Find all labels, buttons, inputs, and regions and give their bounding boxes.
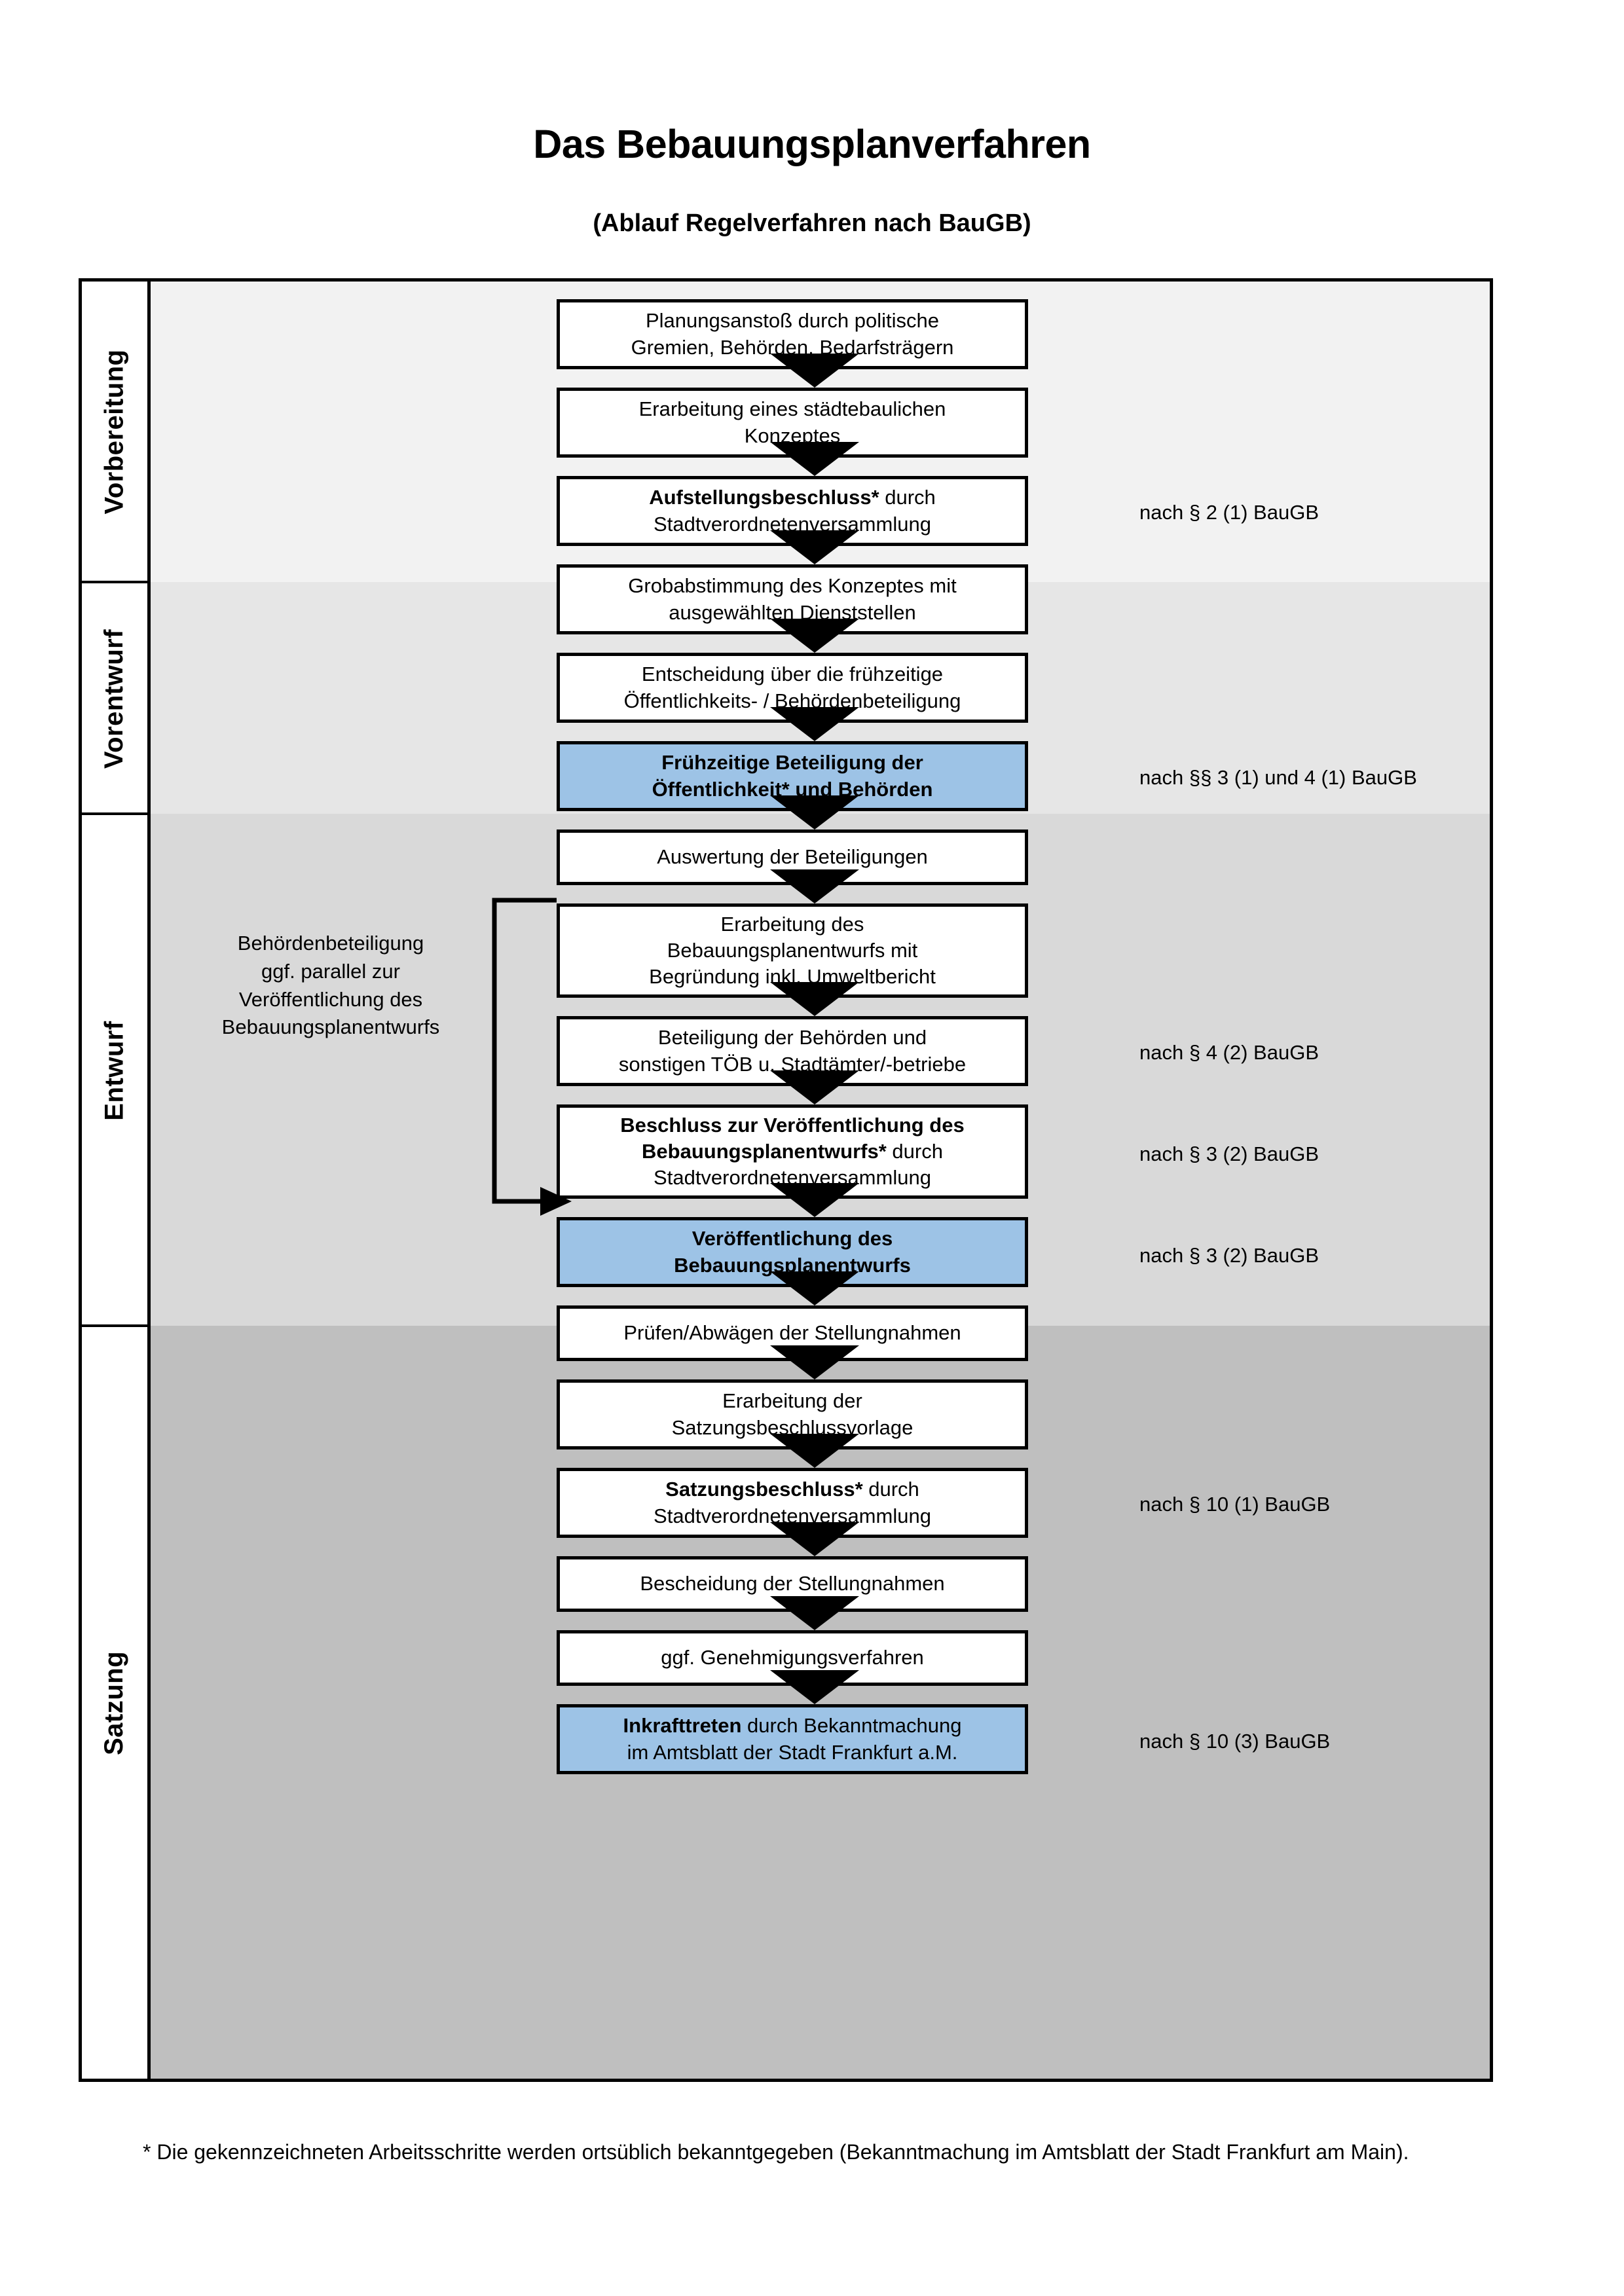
step-line-bold: Satzungsbeschluss* [665,1478,863,1501]
flow-arrow-down-icon [770,354,859,388]
flow-arrow-down-icon [770,1345,859,1379]
step-line: Erarbeitung des [720,912,864,936]
step-line-bold: Veröffentlichung des [692,1227,893,1250]
phase-separator [82,1324,151,1327]
sidenote-line-1: Behördenbeteiligung [237,932,424,955]
step-line: Auswertung der Beteiligungen [657,845,928,869]
flow-arrow-down-icon [770,1434,859,1468]
step-line: Planungsanstoß durch politische [645,309,940,333]
step-line: durch Bekanntmachung [741,1714,962,1738]
legal-ref-par10-3: nach § 10 (3) BauGB [1139,1730,1331,1753]
sidenote-line-4: Bebauungsplanentwurfs [221,1015,440,1039]
flow-arrow-down-icon [770,442,859,476]
footnote-asterisk: * Die gekennzeichneten Arbeitsschritte w… [143,2140,1409,2164]
legal-ref-par3-1-par4-1: nach §§ 3 (1) und 4 (1) BauGB [1139,766,1417,789]
step-line: Prüfen/Abwägen der Stellungnahmen [623,1321,961,1345]
step-line-bold: Beschluss zur Veröffentlichung des [620,1113,965,1137]
gutter-divider [147,282,151,2079]
flow-arrow-down-icon [770,1183,859,1217]
flow-arrow-down-icon [770,619,859,653]
step-line: Grobabstimmung des Konzeptes mit [628,574,957,598]
phase-cell-vorbereitung: Vorbereitung [82,282,147,582]
phase-label-entwurf: Entwurf [100,1020,129,1121]
flow-arrow-down-icon [770,869,859,903]
page-title: Das Bebauungsplanverfahren [533,122,1091,166]
flow-arrow-down-icon [770,1271,859,1305]
phase-cell-vorentwurf: Vorentwurf [82,583,147,814]
step-box-pruefen-abwaegen[interactable]: Prüfen/Abwägen der Stellungnahmen [557,1305,1028,1361]
flow-arrow-down-icon [770,1596,859,1630]
step-line-bold: Inkrafttreten [623,1714,742,1738]
step-line: Bebauungsplanentwurfs mit [667,938,918,962]
step-line: Beteiligung der Behörden und [657,1026,927,1049]
legal-ref-par10-1: nach § 10 (1) BauGB [1139,1493,1331,1516]
phase-label-satzung: Satzung [100,1650,129,1755]
step-line: durch [879,486,936,509]
step-line: im Amtsblatt der Stadt Frankfurt a.M. [627,1740,958,1764]
step-line: Erarbeitung der [722,1389,862,1413]
sidenote-line-2: ggf. parallel zur [261,959,400,983]
phase-label-vorentwurf: Vorentwurf [100,629,129,769]
legal-ref-par2-1: nach § 2 (1) BauGB [1139,501,1319,524]
step-line: durch [886,1139,943,1163]
step-line: Erarbeitung eines städtebaulichen [638,397,946,421]
step-line: Bescheidung der Stellungnahmen [640,1572,945,1595]
phase-label-vorbereitung: Vorbereitung [100,349,129,515]
flow-arrow-down-icon [770,982,859,1016]
step-box-planungsanstoss[interactable]: Planungsanstoß durch politische Gremien,… [557,299,1028,369]
step-line-bold: Frühzeitige Beteiligung der [661,751,923,774]
step-line-bold: Bebauungsplanentwurfs* [642,1139,887,1163]
sidenote-line-3: Veröffentlichung des [238,987,423,1011]
phase-separator [82,812,151,815]
flow-arrow-down-icon [770,795,859,829]
page-subtitle: (Ablauf Regelverfahren nach BauGB) [593,210,1031,237]
step-line: ggf. Genehmigungsverfahren [661,1646,924,1669]
step-line: Entscheidung über die frühzeitige [641,663,944,686]
step-box-satzungsbeschluss[interactable]: Satzungsbeschluss* durch Stadtverordnete… [557,1468,1028,1538]
legal-ref-par3-2-beschluss: nach § 3 (2) BauGB [1139,1142,1319,1165]
step-line: durch [862,1478,919,1501]
legal-ref-par4-2: nach § 4 (2) BauGB [1139,1041,1319,1064]
flow-arrow-down-icon [770,707,859,741]
flow-arrow-down-icon [770,1670,859,1704]
phase-separator [82,581,151,583]
legal-ref-par3-2-veroeffentlichung: nach § 3 (2) BauGB [1139,1244,1319,1267]
flow-arrow-down-icon [770,1070,859,1104]
flowchart-frame: Vorbereitung Vorentwurf Entwurf Satzung … [79,278,1493,2082]
phase-cell-entwurf: Entwurf [82,815,147,1326]
step-box-inkrafttreten[interactable]: Inkrafttreten durch Bekanntmachung im Am… [557,1704,1028,1774]
flow-arrow-down-icon [770,530,859,564]
phase-cell-satzung: Satzung [82,1327,147,2079]
flow-arrow-down-icon [770,1522,859,1556]
step-line-bold: Aufstellungsbeschluss* [649,486,879,509]
sidenote-behoerdenbeteiligung: Behördenbeteiligung ggf. parallel zur Ve… [167,930,494,1042]
